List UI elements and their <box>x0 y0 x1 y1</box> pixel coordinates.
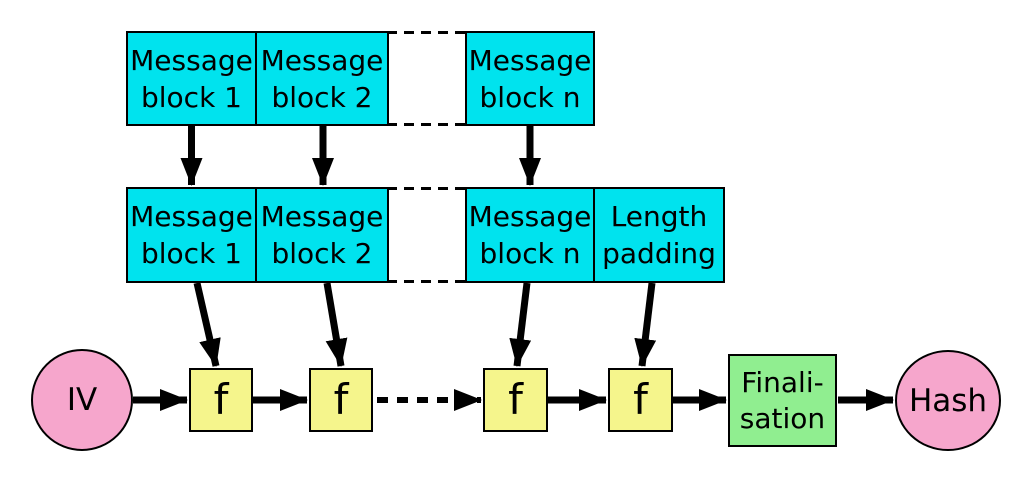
block-label-line2: block 2 <box>271 237 373 270</box>
middle-message-block-2: Message block 2 <box>255 187 389 283</box>
middle-message-block-n: Message block n <box>465 187 595 283</box>
block-label-line1: Message <box>260 200 384 233</box>
compression-function-2: f <box>309 368 373 432</box>
top-message-block-2: Message block 2 <box>255 31 389 126</box>
arrow-middle-block-1-to-f1 <box>193 282 221 367</box>
block-label-line2: block n <box>479 237 581 270</box>
hash-label: Hash <box>908 382 988 419</box>
block-label-line1: Message <box>468 200 592 233</box>
block-label-line1: Message <box>130 43 253 77</box>
compression-function-4: f <box>608 368 673 432</box>
finalisation-label-line1: Finali- <box>741 365 824 399</box>
iv-label: IV <box>66 382 98 418</box>
block-label-line2: block 1 <box>140 237 242 270</box>
top-message-block-n: Message block n <box>465 31 595 126</box>
top-message-block-1: Message block 1 <box>126 31 257 126</box>
compression-function-3: f <box>483 368 548 432</box>
block-label-line2: block 2 <box>271 80 373 114</box>
finalisation-label-line2: sation <box>739 401 826 435</box>
block-label-line2: block n <box>479 80 581 114</box>
length-padding-block: Length padding <box>593 187 725 283</box>
block-label-line2: block 1 <box>140 80 242 114</box>
block-label-line2: padding <box>602 237 716 270</box>
iv-node: IV <box>31 349 133 451</box>
f-label: f <box>633 375 648 424</box>
f-label: f <box>213 375 229 424</box>
hash-node: Hash <box>895 350 1001 451</box>
arrow-length-padding-to-f4 <box>634 282 657 367</box>
block-label-line1: Message <box>260 43 384 77</box>
arrow-middle-block-2-to-f2 <box>323 282 348 367</box>
middle-message-block-1: Message block 1 <box>126 187 257 283</box>
block-label-line1: Message <box>130 200 253 233</box>
f-label: f <box>508 375 523 424</box>
block-label-line1: Message <box>468 43 592 77</box>
f-label: f <box>333 375 349 424</box>
arrow-middle-block-n-to-f3 <box>509 282 532 367</box>
finalisation-box: Finali- sation <box>728 354 837 447</box>
block-label-line1: Length <box>610 200 708 233</box>
compression-function-1: f <box>189 368 253 432</box>
